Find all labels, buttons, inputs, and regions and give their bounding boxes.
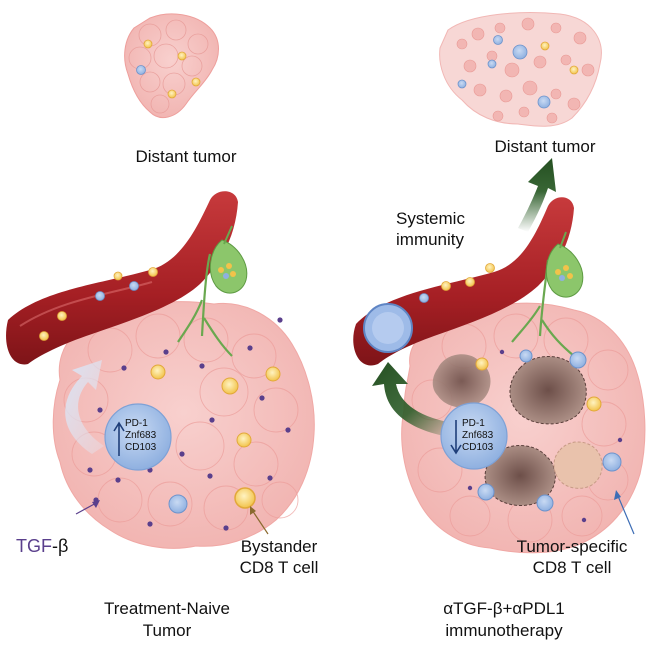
marker-down-arrow <box>450 420 462 455</box>
systemic-immunity-label: Systemic immunity <box>396 208 465 250</box>
bystander-label-line2: CD8 T cell <box>239 558 319 577</box>
right-marker-pd1: PD-1 <box>462 418 485 429</box>
left-marker-cd103: CD103 <box>125 442 157 453</box>
left-tcell <box>104 403 172 471</box>
bystander-label-line1: Bystander <box>240 537 318 556</box>
left-distant-tumor <box>124 13 219 119</box>
right-dendritic-cell <box>511 231 584 357</box>
left-distant-tumor-label: Distant tumor <box>135 147 237 166</box>
tgf-beta-label-suffix: -β <box>52 536 69 556</box>
tumor-specific-label-line1: Tumor-specific <box>516 537 628 556</box>
left-caption-line1: Treatment-Naive <box>104 599 230 618</box>
right-marker-cd103: CD103 <box>462 442 494 453</box>
left-dendritic-cell <box>177 225 248 357</box>
left-blood-vessel <box>6 191 239 365</box>
right-distant-tumor-label: Distant tumor <box>494 137 596 156</box>
left-pale-arrow <box>65 360 104 454</box>
left-caption-line2: Tumor <box>142 621 192 640</box>
right-caption-line2: immunotherapy <box>445 621 563 640</box>
right-green-up-arrow <box>518 158 556 232</box>
tgf-beta-label-prefix: TGF <box>16 536 52 556</box>
right-annotation-arrow <box>614 490 635 535</box>
left-primary-tumor <box>52 301 315 549</box>
left-annotation-arrows <box>75 500 269 535</box>
left-caption: Treatment-Naive Tumor <box>72 598 262 642</box>
left-marker-pd1: PD-1 <box>125 418 148 429</box>
marker-up-arrow <box>113 421 125 456</box>
right-caption: αTGF-β+αPDL1 immunotherapy <box>404 598 604 642</box>
left-bystander-cells <box>150 364 281 514</box>
left-tcell-markers: PD-1 Znf683 CD103 <box>125 418 156 454</box>
right-tumor-specific-cells <box>475 349 622 512</box>
right-marker-znf683: Znf683 <box>462 430 494 441</box>
right-blood-vessel <box>353 197 574 366</box>
right-caption-line1: αTGF-β+αPDL1 <box>443 599 565 618</box>
tgf-beta-label: TGF-β <box>16 536 68 557</box>
right-tcell <box>440 402 508 470</box>
systemic-label-line2: immunity <box>396 230 465 249</box>
tumor-specific-label-line2: CD8 T cell <box>532 558 612 577</box>
systemic-label-line1: Systemic <box>396 209 465 228</box>
bystander-cd8-label: Bystander CD8 T cell <box>218 536 340 578</box>
right-green-curved-arrow <box>372 362 458 438</box>
right-tcell-markers: PD-1 Znf683 CD103 <box>462 418 493 454</box>
left-tgf-dots <box>87 317 291 531</box>
left-marker-znf683: Znf683 <box>125 430 157 441</box>
right-distant-tumor <box>439 12 602 127</box>
tumor-specific-cd8-label: Tumor-specific CD8 T cell <box>498 536 646 578</box>
right-dead-cells <box>432 354 603 507</box>
